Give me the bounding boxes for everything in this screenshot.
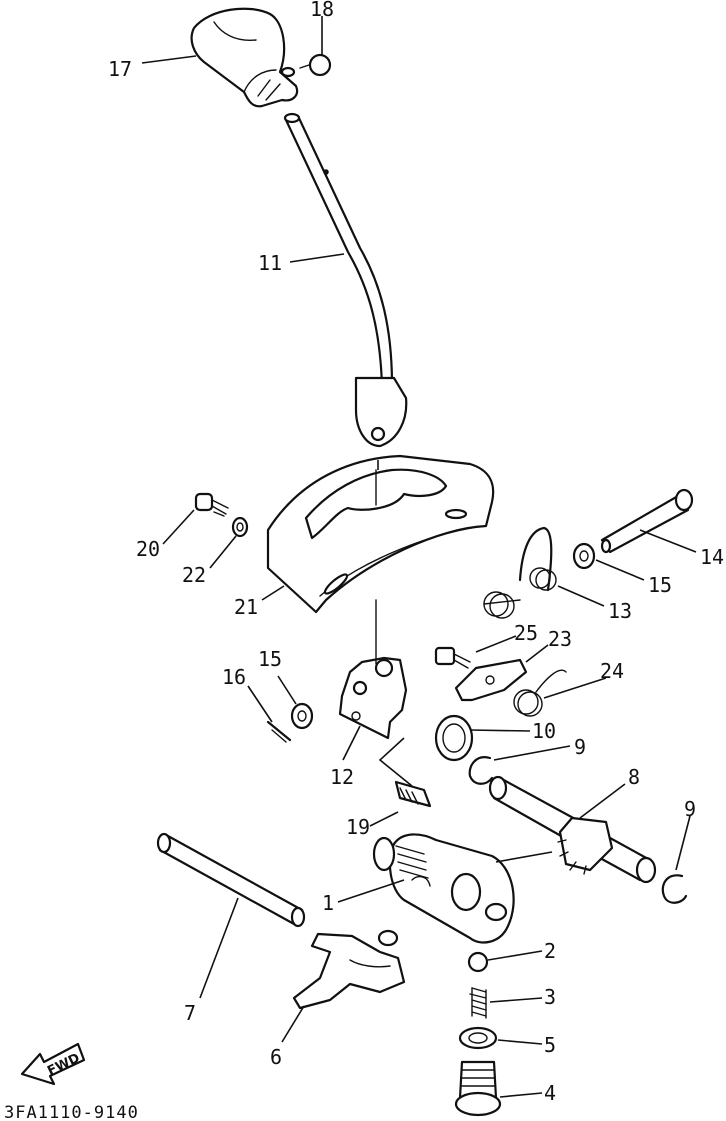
callout-16: 16	[222, 665, 246, 689]
part-9-circlip-lower	[661, 874, 688, 904]
part-7-guide-bar	[156, 832, 306, 928]
part-18-pin	[299, 53, 332, 77]
callout-22: 22	[182, 563, 206, 587]
callout-11: 11	[258, 251, 282, 275]
part-5-washer	[458, 1026, 498, 1050]
part-8-shift-shaft	[488, 775, 657, 884]
part-21-shift-gate	[266, 454, 495, 614]
callout-14: 14	[700, 545, 724, 569]
callout-9-upper: 9	[574, 735, 586, 759]
part-11-shift-lever	[283, 112, 408, 448]
callout-20: 20	[136, 537, 160, 561]
part-15-washer-upper	[572, 542, 596, 570]
callout-3: 3	[544, 985, 556, 1009]
part-6-shift-fork	[292, 929, 406, 1010]
part-15-washer-lower	[290, 702, 314, 730]
leader-lines	[141, 16, 697, 1098]
part-13-spring	[483, 526, 557, 619]
callout-15-upper: 15	[648, 573, 672, 597]
callout-5: 5	[544, 1033, 556, 1057]
callout-8: 8	[628, 765, 640, 789]
callout-13: 13	[608, 599, 632, 623]
callout-labels: 17 18 11 20 22 21 14 15 13 25 23 24 15 1…	[108, 0, 724, 1105]
callout-25: 25	[514, 621, 538, 645]
part-16-cotter-pin	[266, 720, 292, 743]
part-22-washer	[231, 516, 249, 538]
diagram-code: 3FA1110-9140	[4, 1103, 139, 1121]
part-3-spring	[469, 987, 487, 1019]
callout-12: 12	[330, 765, 354, 789]
part-23-plate	[454, 658, 528, 702]
callout-19: 19	[346, 815, 370, 839]
part-25-bolt	[434, 646, 471, 669]
callout-24: 24	[600, 659, 624, 683]
part-1-shift-drum	[372, 833, 515, 944]
part-19-bolt	[394, 780, 432, 808]
callout-9-lower: 9	[684, 797, 696, 821]
part-12-shift-arm	[338, 599, 408, 740]
callout-23: 23	[548, 627, 572, 651]
fwd-arrow-icon: FWD	[20, 1042, 86, 1086]
callout-1: 1	[322, 891, 334, 915]
part-24-spring	[513, 669, 567, 717]
part-20-bolt	[194, 492, 229, 517]
callout-4: 4	[544, 1081, 556, 1105]
part-4-plug	[454, 1060, 502, 1117]
callout-18: 18	[310, 0, 334, 21]
callout-15-lower: 15	[258, 647, 282, 671]
callout-2: 2	[544, 939, 556, 963]
part-2-ball	[467, 951, 489, 973]
callout-7: 7	[184, 1001, 196, 1025]
callout-10: 10	[532, 719, 556, 743]
part-14-shaft	[600, 488, 694, 554]
callout-6: 6	[270, 1045, 282, 1069]
callout-21: 21	[234, 595, 258, 619]
part-10-oil-seal	[434, 714, 474, 762]
part-9-circlip-upper	[468, 756, 494, 785]
callout-17: 17	[108, 57, 132, 81]
part-17-shift-knob	[190, 7, 299, 108]
